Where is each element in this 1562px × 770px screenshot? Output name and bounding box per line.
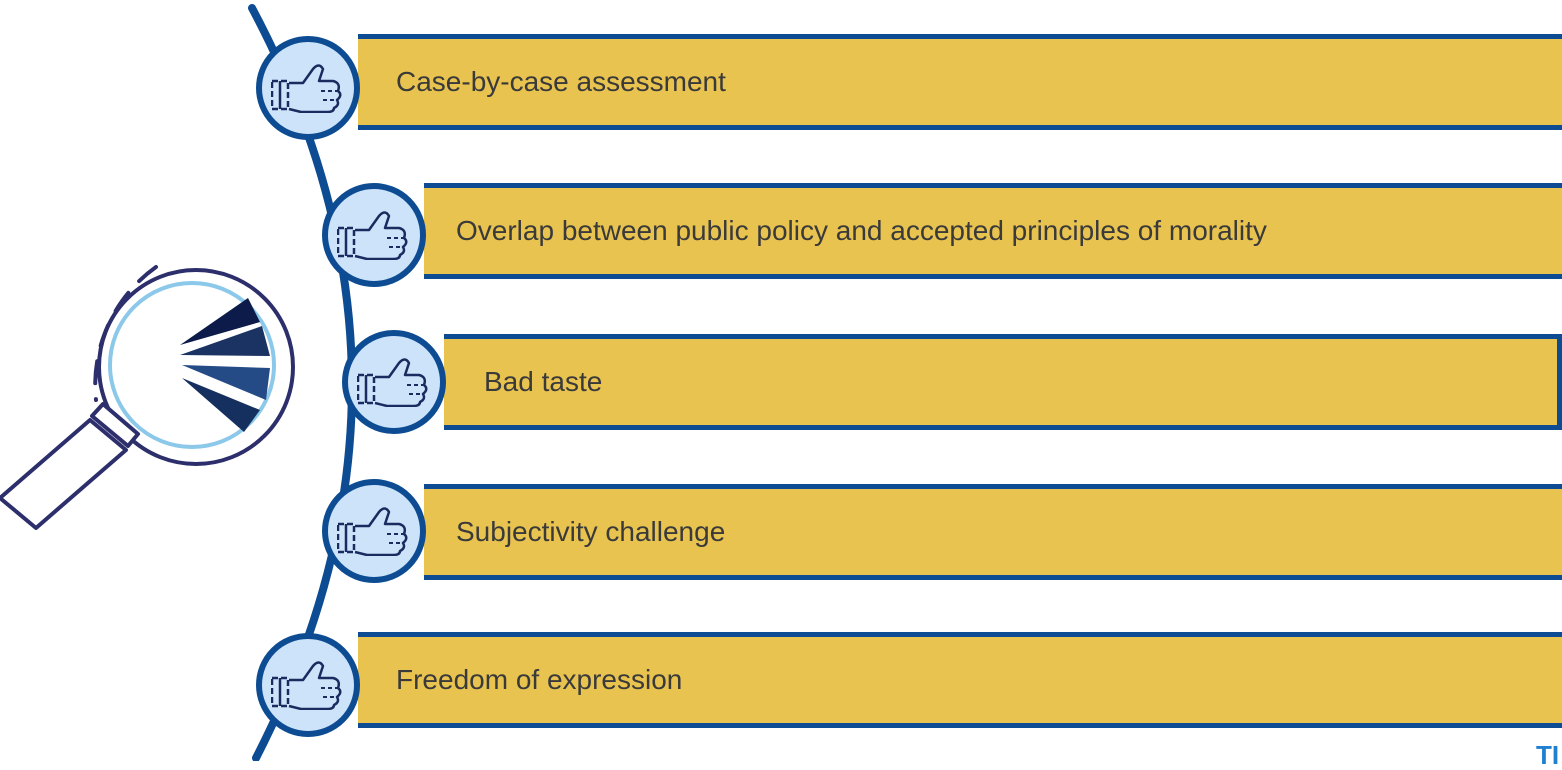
item-label-2: Overlap between public policy and accept… — [456, 215, 1267, 246]
thumbs-up-icon — [337, 210, 411, 260]
item-badge-1 — [256, 36, 360, 140]
handle — [0, 418, 128, 530]
item-label-1: Case-by-case assessment — [396, 66, 726, 97]
item-bar-5: Freedom of expression — [358, 632, 1562, 728]
item-badge-3 — [342, 330, 446, 434]
thumbs-up-icon — [271, 660, 345, 710]
item-bar-1: Case-by-case assessment — [358, 34, 1562, 130]
fan-wedge-2 — [180, 326, 270, 356]
fan-wedge-4 — [182, 378, 260, 432]
item-badge-5 — [256, 633, 360, 737]
magnifying-glass-icon — [0, 265, 295, 530]
thumbs-up-icon — [357, 357, 431, 407]
fan-wedge-1 — [180, 298, 260, 345]
fan-wedge-3 — [182, 365, 270, 400]
item-bar-4: Subjectivity challenge — [424, 484, 1562, 580]
item-bar-3: Bad taste — [444, 334, 1562, 430]
item-badge-2 — [322, 183, 426, 287]
item-bar-2: Overlap between public policy and accept… — [424, 183, 1562, 279]
item-label-4: Subjectivity challenge — [456, 516, 726, 547]
handle-collar — [90, 402, 140, 448]
item-badge-4 — [322, 479, 426, 583]
thumbs-up-icon — [271, 63, 345, 113]
item-label-5: Freedom of expression — [396, 664, 683, 695]
item-label-3: Bad taste — [484, 366, 603, 397]
thumbs-up-icon — [337, 506, 411, 556]
corner-logo-text: TI — [1536, 740, 1560, 770]
lens-outer-ring — [97, 268, 295, 466]
